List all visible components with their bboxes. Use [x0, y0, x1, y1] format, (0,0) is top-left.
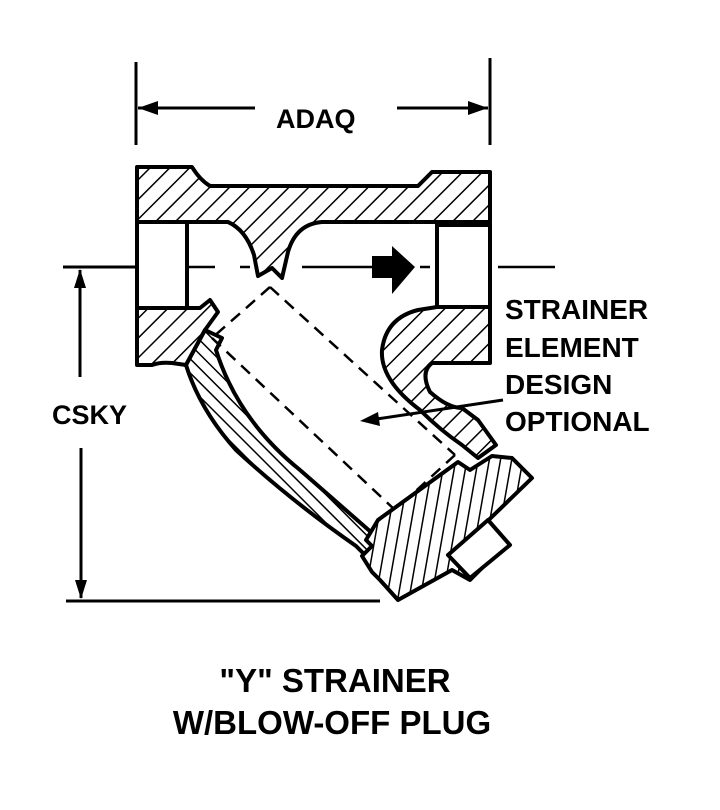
strainer-leg-wall [184, 328, 392, 568]
body-bottom-right-wall [379, 305, 498, 460]
flow-arrow-icon [372, 246, 415, 294]
width-dimension-label: ADAQ [276, 104, 356, 134]
callout-leader [360, 398, 504, 426]
callout-line-4: OPTIONAL [505, 406, 650, 437]
arrowhead-down-icon [75, 580, 87, 599]
height-dimension-label: CSKY [52, 400, 128, 430]
width-dimension [134, 58, 492, 145]
arrowhead-up-icon [74, 269, 86, 288]
callout-line-2: ELEMENT [505, 332, 639, 363]
leader-arrowhead-icon [360, 412, 380, 426]
callout-line-3: DESIGN [505, 369, 613, 400]
outlet-bore [435, 223, 492, 309]
strainer-body [135, 165, 534, 602]
inlet-bore [135, 220, 189, 310]
arrowhead-left-icon [138, 101, 158, 115]
diagram-title-line-2: W/BLOW-OFF PLUG [172, 704, 492, 741]
body-top-wall [135, 165, 492, 280]
blow-off-cap [360, 454, 534, 602]
body-bottom-left-wall [135, 298, 220, 367]
diagram-title-line-1: "Y" STRAINER [219, 662, 451, 699]
callout-line-1: STRAINER [505, 294, 649, 325]
arrowhead-right-icon [468, 101, 488, 115]
blow-off-plug [446, 518, 512, 580]
